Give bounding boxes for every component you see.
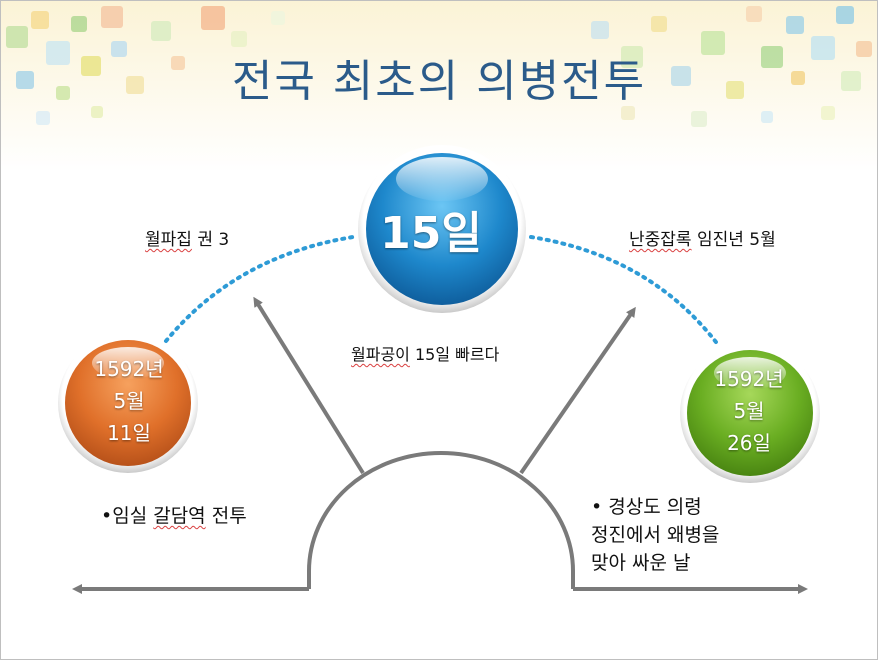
source-right-rest: 임진년 5월 (691, 230, 776, 250)
left-date-month: 5월 (113, 389, 145, 413)
arrow-diagonal-left (253, 296, 365, 475)
event-left-prefix: 임실 (112, 505, 154, 527)
source-left-rest: 권 3 (191, 230, 230, 250)
center-note-rest: 15일 빠르다 (409, 345, 500, 364)
event-right-line-1: • 경상도 의령 (591, 496, 702, 518)
arrow-diagonal-right (519, 306, 636, 475)
center-circle (358, 145, 526, 313)
dotted-arc-right (529, 235, 721, 348)
event-right-line-3: 맞아 싸운 날 (591, 552, 691, 574)
center-note-subject: 월파공이 (351, 345, 410, 364)
arch (307, 451, 575, 589)
right-circle (680, 343, 820, 483)
event-left-rest: 전투 (205, 505, 247, 527)
center-note: 월파공이 15일 빠르다 (351, 341, 499, 365)
source-right: 난중잡록 임진년 5월 (629, 225, 776, 250)
left-date-day: 11일 (107, 421, 151, 445)
event-left-bullet: • (101, 505, 113, 527)
left-circle (58, 333, 198, 473)
right-date-day: 26일 (727, 431, 771, 455)
source-left-title: 월파집 (145, 230, 192, 250)
source-left: 월파집 권 3 (145, 225, 229, 250)
slide-title: 전국 최초의 의병전투 (231, 56, 647, 107)
event-right-line-2: 정진에서 왜병을 (591, 524, 720, 546)
dotted-arc-left (164, 235, 355, 343)
event-left: •임실 갈담역 전투 (101, 501, 247, 528)
left-circle-date: 1592년 5월 11일 (69, 353, 189, 449)
right-date-year: 1592년 (714, 367, 784, 391)
center-circle-label: 15일 (380, 208, 482, 259)
left-date-year: 1592년 (94, 357, 164, 381)
event-left-place: 갈담역 (153, 505, 206, 527)
event-right: • 경상도 의령 정진에서 왜병을 맞아 싸운 날 (591, 493, 791, 577)
header-decoration (1, 1, 877, 171)
source-right-title: 난중잡록 (629, 230, 692, 250)
right-circle-date: 1592년 5월 26일 (689, 363, 809, 459)
right-date-month: 5월 (733, 399, 765, 423)
